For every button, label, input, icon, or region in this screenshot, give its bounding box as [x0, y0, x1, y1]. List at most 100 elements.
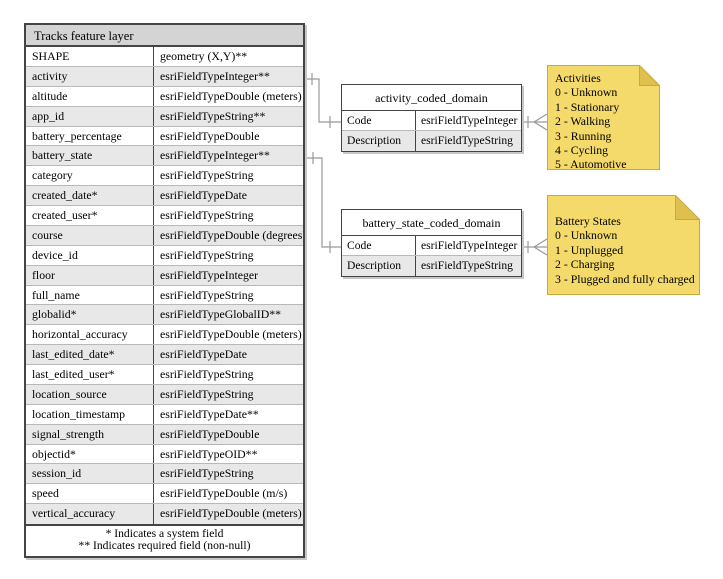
- field-row: SHAPE geometry (X,Y)**: [26, 47, 303, 67]
- field-row: objectid* esriFieldTypeOID**: [26, 444, 303, 465]
- field-row: session_id esriFieldTypeString: [26, 464, 303, 485]
- field-row: altitude esriFieldTypeDouble (meters): [26, 86, 303, 107]
- domain-field-type: esriFieldTypeInteger: [421, 114, 518, 127]
- domain-row: Description esriFieldTypeString: [342, 256, 521, 276]
- field-row: created_user* esriFieldTypeString: [26, 206, 303, 226]
- field-row: speed esriFieldTypeDouble (m/s): [26, 484, 303, 505]
- connector-activity-domain-to-note: [522, 113, 548, 131]
- field-row: full_name esriFieldTypeString: [26, 285, 303, 306]
- field-type: esriFieldTypeDouble (meters): [160, 506, 302, 521]
- field-name: location_source: [26, 384, 154, 404]
- field-type: esriFieldTypeString: [160, 168, 254, 183]
- field-name: battery_percentage: [26, 126, 154, 146]
- battery-domain-rows: Code esriFieldTypeInteger Description es…: [342, 236, 521, 276]
- activities-sticky-note: Activities 0 - Unknown 1 - Stationary 2 …: [547, 65, 660, 172]
- sticky-note-shape: [547, 195, 700, 295]
- field-name: SHAPE: [26, 47, 154, 66]
- field-type: esriFieldTypeDate: [160, 188, 247, 203]
- field-name: signal_strength: [26, 424, 154, 444]
- field-name: floor: [26, 265, 154, 285]
- activity-domain-rows: Code esriFieldTypeInteger Description es…: [342, 111, 521, 151]
- field-type: esriFieldTypeInteger**: [160, 148, 270, 163]
- field-type: esriFieldTypeDouble: [160, 426, 260, 441]
- field-type: esriFieldTypeDouble (meters): [160, 327, 302, 342]
- field-row: app_id esriFieldTypeString**: [26, 106, 303, 127]
- field-type: esriFieldTypeString: [160, 466, 254, 481]
- table-footnotes: * Indicates a system field ** Indicates …: [26, 524, 303, 556]
- note-line: 1 - Unplugged: [555, 242, 624, 257]
- note-title: Activities: [555, 71, 601, 85]
- domain-row: Code esriFieldTypeInteger: [342, 236, 521, 256]
- field-row: horizontal_accuracy esriFieldTypeDouble …: [26, 325, 303, 346]
- battery-note-content: Battery States 0 - Unknown 1 - Unplugged…: [547, 195, 700, 286]
- domain-field-name: Code: [342, 236, 416, 255]
- field-name: created_user*: [26, 206, 154, 225]
- field-name: battery_state: [26, 146, 154, 166]
- field-row: last_edited_date* esriFieldTypeDate: [26, 345, 303, 365]
- field-name: session_id: [26, 464, 154, 484]
- field-row: activity esriFieldTypeInteger**: [26, 66, 303, 87]
- field-type: esriFieldTypeDouble (meters): [160, 88, 302, 103]
- field-type: esriFieldTypeDouble (degrees): [160, 227, 303, 242]
- domain-field-name: Description: [342, 256, 416, 276]
- battery-states-sticky-note: Battery States 0 - Unknown 1 - Unplugged…: [547, 195, 700, 295]
- table-title: Tracks feature layer: [26, 25, 303, 47]
- field-name: vertical_accuracy: [26, 504, 154, 524]
- activity-coded-domain-table: activity_coded_domain Code esriFieldType…: [341, 84, 522, 152]
- field-type: esriFieldTypeString: [160, 247, 254, 262]
- field-row: battery_state esriFieldTypeInteger**: [26, 146, 303, 167]
- field-type: esriFieldTypeInteger: [160, 267, 259, 282]
- field-row: signal_strength esriFieldTypeDouble: [26, 424, 303, 445]
- field-name: altitude: [26, 86, 154, 106]
- field-row: battery_percentage esriFieldTypeDouble: [26, 126, 303, 147]
- note-line: 2 - Charging: [555, 257, 615, 272]
- field-type: esriFieldTypeGlobalID**: [160, 307, 282, 322]
- field-name: app_id: [26, 106, 154, 126]
- field-rows: SHAPE geometry (X,Y)** activity esriFiel…: [26, 47, 303, 524]
- domain-field-name: Code: [342, 111, 416, 130]
- field-row: last_edited_user* esriFieldTypeString: [26, 365, 303, 385]
- note-lines: 0 - Unknown 1 - Stationary 2 - Walking 3…: [555, 85, 656, 171]
- field-row: vertical_accuracy esriFieldTypeDouble (m…: [26, 504, 303, 524]
- field-name: speed: [26, 484, 154, 504]
- note-line: 5 - Automotive: [555, 157, 627, 172]
- battery-state-coded-domain-table: battery_state_coded_domain Code esriFiel…: [341, 209, 522, 277]
- field-row: location_source esriFieldTypeString: [26, 384, 303, 405]
- field-row: location_timestamp esriFieldTypeDate**: [26, 404, 303, 425]
- note-lines: 0 - Unknown 1 - Unplugged 2 - Charging 3…: [555, 228, 696, 286]
- sticky-note-shape: [547, 65, 660, 170]
- field-row: course esriFieldTypeDouble (degrees): [26, 225, 303, 246]
- field-row: category esriFieldTypeString: [26, 166, 303, 187]
- field-type: esriFieldTypeDate**: [160, 406, 259, 421]
- footnote-system-field: * Indicates a system field: [105, 527, 224, 540]
- folded-corner: [639, 65, 660, 86]
- field-row: device_id esriFieldTypeString: [26, 245, 303, 266]
- field-name: course: [26, 225, 154, 245]
- connector-battery-domain-to-note: [522, 238, 548, 256]
- tracks-feature-layer-table: Tracks feature layer SHAPE geometry (X,Y…: [24, 23, 305, 558]
- domain-row: Description esriFieldTypeString: [342, 131, 521, 151]
- activities-note-content: Activities 0 - Unknown 1 - Stationary 2 …: [547, 65, 660, 172]
- field-name: objectid*: [26, 444, 154, 464]
- domain-field-type: esriFieldTypeString: [421, 259, 513, 272]
- note-title: Battery States: [555, 214, 621, 228]
- field-type: esriFieldTypeString: [160, 287, 254, 302]
- field-name: last_edited_date*: [26, 345, 154, 364]
- note-line: 4 - Cycling: [555, 143, 609, 158]
- connector-activity-to-domain: [305, 73, 341, 128]
- domain-field-type: esriFieldTypeInteger: [421, 239, 518, 252]
- battery-domain-title: battery_state_coded_domain: [342, 210, 521, 236]
- field-type: esriFieldTypeString: [160, 386, 254, 401]
- note-line: 1 - Stationary: [555, 99, 620, 114]
- field-name: globalid*: [26, 305, 154, 325]
- field-name: category: [26, 166, 154, 186]
- field-type: esriFieldTypeDate: [160, 347, 247, 362]
- field-name: location_timestamp: [26, 404, 154, 424]
- field-type: esriFieldTypeString: [160, 208, 254, 222]
- field-type: esriFieldTypeOID**: [160, 446, 258, 461]
- field-name: device_id: [26, 245, 154, 265]
- field-type: esriFieldTypeDouble (m/s): [160, 486, 288, 501]
- note-line: 2 - Walking: [555, 114, 611, 129]
- field-type: geometry (X,Y)**: [160, 49, 248, 63]
